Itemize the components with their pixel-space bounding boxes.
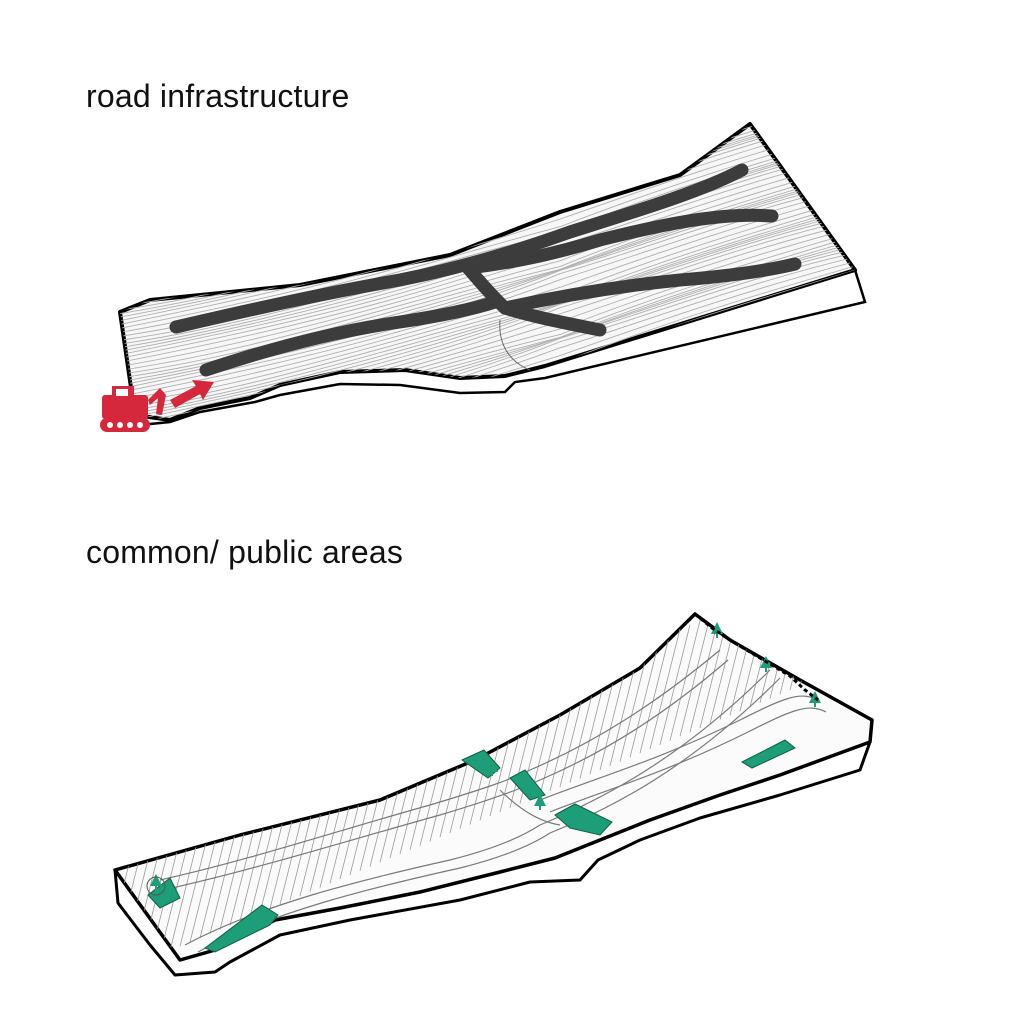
public-areas-diagram <box>113 600 920 977</box>
green-area <box>509 769 546 801</box>
tree-markers <box>150 622 821 890</box>
road-edge-detail <box>499 319 531 371</box>
section-title-road: road infrastructure <box>86 78 350 114</box>
street-lines <box>159 649 827 953</box>
section-title-public: common/ public areas <box>86 534 404 570</box>
excavator-icon <box>100 386 166 432</box>
road-network <box>169 163 802 377</box>
road-middle <box>461 208 779 275</box>
contour-line <box>120 160 855 377</box>
contour-line <box>120 209 855 420</box>
green-public-areas <box>147 739 796 953</box>
contour-line <box>120 156 855 373</box>
lot-line <box>639 633 671 754</box>
lot-line <box>669 620 701 741</box>
road-south-east <box>498 257 802 315</box>
lot-line <box>839 614 871 670</box>
lot-line <box>869 614 872 657</box>
contour-line <box>120 197 855 414</box>
lot-line <box>169 830 201 951</box>
tree-icon <box>534 794 546 810</box>
green-area <box>740 739 796 769</box>
lot-line <box>649 628 681 750</box>
contour-line <box>120 247 855 420</box>
lot-line <box>849 614 872 666</box>
lot-line <box>880 600 910 652</box>
lot-line <box>179 826 211 947</box>
lot-line <box>799 614 831 687</box>
green-area <box>147 877 181 909</box>
road-south <box>199 295 502 377</box>
lot-line <box>829 614 861 674</box>
lot-line <box>115 859 131 960</box>
green-area <box>203 904 279 953</box>
contour-line <box>120 254 855 420</box>
terrain-side-edge <box>854 269 866 303</box>
lot-line <box>629 637 661 758</box>
road-infrastructure-diagram <box>100 122 867 432</box>
lot-line <box>189 822 221 943</box>
contour-line <box>120 205 855 420</box>
green-area <box>554 803 613 836</box>
terrain-edge-ragged <box>694 612 819 702</box>
lot-line <box>809 614 841 682</box>
terrain-top-surface <box>113 612 874 962</box>
roundabout <box>146 876 166 896</box>
tree-icon <box>711 622 723 638</box>
lot-line <box>890 600 920 648</box>
lot-line <box>819 614 851 678</box>
arrow-icon <box>170 380 214 408</box>
contour-line <box>120 250 855 420</box>
lot-line <box>859 614 872 661</box>
tree-icon <box>150 874 162 890</box>
tree-icon <box>486 760 498 776</box>
lot-line <box>679 616 711 737</box>
